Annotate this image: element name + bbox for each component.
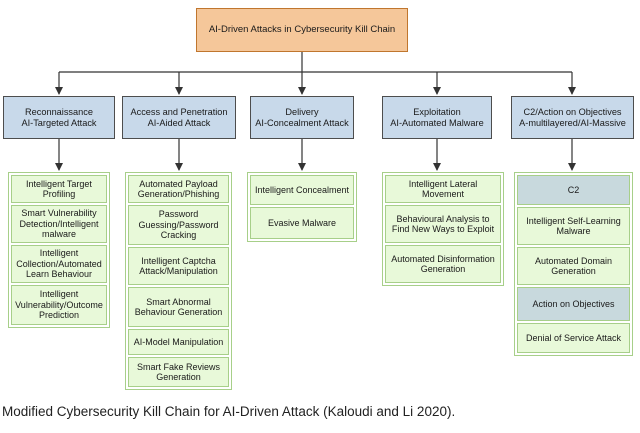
- item-intelligent-self-learning-malware: Intelligent Self-Learning Malware: [517, 207, 630, 245]
- phase-c2-action: C2/Action on Objectives A-multilayered/A…: [511, 96, 634, 139]
- root-node: AI-Driven Attacks in Cybersecurity Kill …: [196, 8, 408, 52]
- phase-reconnaissance: Reconnaissance AI-Targeted Attack: [3, 96, 115, 139]
- item-intelligent-vulnerability-prediction: Intelligent Vulnerability/Outcome Predic…: [11, 285, 107, 325]
- item-intelligent-target-profiling: Intelligent Target Profiling: [11, 175, 107, 203]
- item-smart-abnormal-behaviour: Smart Abnormal Behaviour Generation: [128, 287, 229, 327]
- item-intelligent-concealment: Intelligent Concealment: [250, 175, 354, 205]
- item-action-on-objectives-header: Action on Objectives: [517, 287, 630, 321]
- item-evasive-malware: Evasive Malware: [250, 207, 354, 239]
- item-automated-payload-generation: Automated Payload Generation/Phishing: [128, 175, 229, 203]
- item-password-guessing: Password Guessing/Password Cracking: [128, 205, 229, 245]
- item-intelligent-lateral-movement: Intelligent Lateral Movement: [385, 175, 501, 203]
- phase-access-penetration: Access and Penetration AI-Aided Attack: [122, 96, 236, 139]
- phase-delivery: Delivery AI-Concealment Attack: [250, 96, 354, 139]
- item-automated-domain-generation: Automated Domain Generation: [517, 247, 630, 285]
- item-intelligent-captcha-attack: Intelligent Captcha Attack/Manipulation: [128, 247, 229, 285]
- item-automated-disinformation: Automated Disinformation Generation: [385, 245, 501, 283]
- item-intelligent-collection: Intelligent Collection/Automated Learn B…: [11, 245, 107, 283]
- figure-caption: Modified Cybersecurity Kill Chain for AI…: [2, 404, 456, 419]
- phase-exploitation: Exploitation AI-Automated Malware: [382, 96, 492, 139]
- item-behavioural-analysis: Behavioural Analysis to Find New Ways to…: [385, 205, 501, 243]
- item-ai-model-manipulation: AI-Model Manipulation: [128, 329, 229, 355]
- item-smart-fake-reviews: Smart Fake Reviews Generation: [128, 357, 229, 387]
- item-denial-of-service-attack: Denial of Service Attack: [517, 323, 630, 353]
- item-c2-header: C2: [517, 175, 630, 205]
- item-smart-vulnerability-detection: Smart Vulnerability Detection/Intelligen…: [11, 205, 107, 243]
